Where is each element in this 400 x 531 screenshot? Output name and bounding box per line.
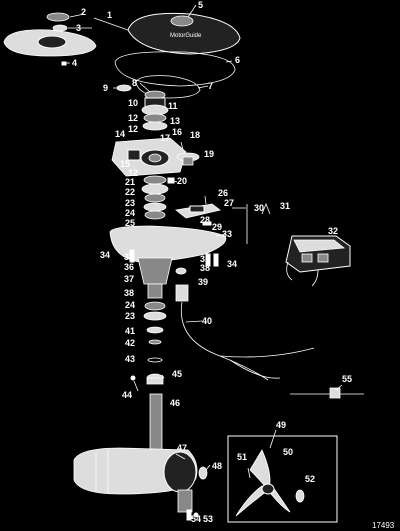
control-module (285, 235, 351, 287)
part-label-16: 16 (172, 127, 182, 137)
housing-bolts (129, 249, 219, 267)
bracket-rod (290, 387, 364, 399)
part-label-38: 38 (124, 288, 134, 298)
part-label-group: 1 2 3 4 5 6 7 8 9 10 11 12 13 12 14 16 1… (72, 0, 395, 530)
part-label-20: 20 (177, 176, 187, 186)
shaft-seal-stack (143, 301, 167, 363)
part-label-40: 40 (202, 316, 212, 326)
part-label-44: 44 (122, 390, 132, 400)
cap-part (170, 15, 194, 27)
drive-pin (198, 466, 208, 480)
part-label-7: 7 (208, 81, 213, 91)
part-label-48: 48 (212, 461, 222, 471)
head-housing (109, 225, 227, 285)
pin-part (180, 141, 184, 151)
part-label-26: 26 (218, 188, 228, 198)
part-label-50: 50 (283, 447, 293, 457)
part-label-12a: 12 (128, 113, 138, 123)
hook-part (261, 202, 271, 215)
part-label-39: 39 (198, 277, 208, 287)
part-label-1: 1 (107, 10, 112, 20)
part-label-31: 31 (280, 201, 290, 211)
skeg-bolt (186, 509, 192, 521)
part-label-3: 3 (76, 23, 81, 33)
part-label-34b: 34 (227, 259, 237, 269)
part-label-33: 33 (222, 229, 232, 239)
part-label-35a: 35 (124, 252, 134, 262)
part-label-25: 25 (125, 218, 135, 228)
part-label-24a: 24 (125, 208, 135, 218)
part-label-35b: 35 (200, 254, 210, 264)
part-label-28: 28 (200, 215, 210, 225)
drawing-number: 17493 (372, 521, 395, 530)
shaft-collar (147, 283, 163, 299)
ball-part (130, 375, 136, 381)
part-label-53: 53 (203, 514, 213, 524)
part-label-19: 19 (204, 149, 214, 159)
part-label-24b: 24 (125, 300, 135, 310)
part-label-22: 22 (125, 187, 135, 197)
foot-pedal-cover (3, 29, 97, 57)
power-cable (175, 284, 315, 381)
part-label-52: 52 (305, 474, 315, 484)
part-label-14: 14 (115, 129, 125, 139)
mount-bracket (175, 195, 221, 226)
part-label-29: 29 (212, 222, 222, 232)
part-label-36: 36 (124, 262, 134, 272)
screw-part (61, 61, 67, 66)
bushing-part (176, 152, 200, 166)
part-label-6: 6 (235, 55, 240, 65)
part-label-54: 54 (191, 514, 201, 524)
part-label-27: 27 (224, 198, 234, 208)
part-label-2: 2 (81, 7, 86, 17)
grommet-part (175, 267, 187, 275)
part-label-38b: 38 (200, 263, 210, 273)
part-label-12b: 12 (128, 124, 138, 134)
part-label-41: 41 (125, 326, 135, 336)
skeg-washer (193, 512, 199, 518)
part-label-37: 37 (124, 274, 134, 284)
part-label-30: 30 (254, 203, 264, 213)
part-label-49: 49 (276, 420, 286, 430)
part-label-55: 55 (342, 374, 352, 384)
gasket-ring (114, 51, 236, 87)
part-label-5: 5 (198, 0, 203, 10)
top-cover: MotorGuide (127, 12, 241, 55)
leader-lines (66, 4, 343, 471)
part-label-12c: 12 (128, 168, 138, 178)
part-label-43: 43 (125, 354, 135, 364)
part-label-51: 51 (237, 452, 247, 462)
part-label-8: 8 (132, 78, 137, 88)
motor-unit (73, 447, 198, 513)
part-label-9: 9 (103, 83, 108, 93)
part-label-11: 11 (168, 101, 178, 111)
lower-collar (146, 373, 164, 385)
part-label-34a: 34 (100, 250, 110, 260)
part-label-18: 18 (190, 130, 200, 140)
part-label-23a: 23 (125, 198, 135, 208)
part-label-4: 4 (72, 58, 77, 68)
part-label-32: 32 (328, 226, 338, 236)
knob-part (46, 12, 70, 22)
part-label-46: 46 (170, 398, 180, 408)
brand-text: MotorGuide (170, 33, 202, 39)
propeller-kit (227, 435, 338, 523)
part-label-10: 10 (128, 98, 138, 108)
part-label-47: 47 (177, 443, 187, 453)
motor-shaft (149, 393, 163, 455)
part-label-23b: 23 (125, 311, 135, 321)
gear-housing (111, 137, 187, 177)
part-label-21: 21 (125, 177, 135, 187)
part-label-17: 17 (160, 133, 170, 143)
lower-bearing-stack (141, 175, 175, 220)
part-label-45: 45 (172, 369, 182, 379)
washer-part (52, 24, 68, 32)
upper-gear-stack (116, 84, 169, 131)
part-label-13: 13 (170, 116, 180, 126)
part-label-42: 42 (125, 338, 135, 348)
part-label-15: 15 (120, 159, 130, 169)
